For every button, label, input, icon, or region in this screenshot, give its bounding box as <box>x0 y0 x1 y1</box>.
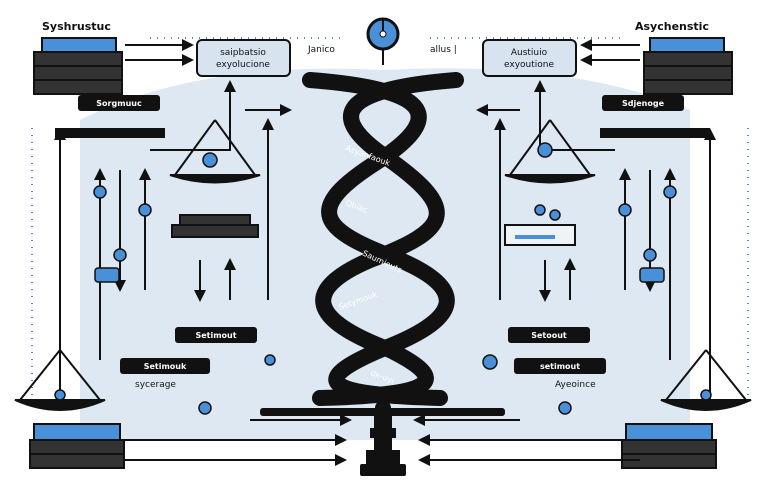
note-left: Janico <box>307 45 335 55</box>
blue-node-dots <box>54 142 712 415</box>
caption-right: Ayeoince <box>555 380 596 390</box>
svg-text:Sorgmuuc: Sorgmuuc <box>96 99 142 108</box>
pedestal-base <box>260 400 505 476</box>
top-right-box: Austiuio exyoutione <box>482 39 577 77</box>
server-stack-icon-bottom-left <box>29 423 125 469</box>
title-asynchronous: Asychenstic <box>635 20 709 33</box>
server-stack-icon-bottom-right <box>621 423 717 469</box>
tag-left-mid: Setimout <box>175 327 257 343</box>
svg-text:exyoutione: exyoutione <box>504 60 554 70</box>
svg-text:Setimouk: Setimouk <box>144 362 187 371</box>
caption-left: sycerage <box>135 380 176 390</box>
clock-icon <box>366 17 400 65</box>
tag-left-top: Sorgmuuc <box>78 95 160 111</box>
top-left-box: saipbatsio exyolucione <box>196 39 291 77</box>
double-helix <box>302 72 464 406</box>
svg-text:Setimout: Setimout <box>195 331 236 340</box>
tag-right-mid: Setoout <box>508 327 590 343</box>
tag-right-low: setimout <box>514 358 606 374</box>
tag-left-low: Setimouk <box>120 358 210 374</box>
connector-arrows <box>54 39 716 466</box>
svg-text:exyolucione: exyolucione <box>216 60 270 70</box>
balance-scale-icon-left <box>14 119 261 411</box>
title-synchronous: Syshrustuc <box>42 20 111 33</box>
server-stack-icon-top-right <box>643 37 733 95</box>
shelf-right <box>600 128 710 138</box>
balance-scale-icon-right <box>504 119 752 411</box>
svg-text:Sdjenoge: Sdjenoge <box>622 99 665 108</box>
svg-text:saipbatsio: saipbatsio <box>220 48 266 58</box>
svg-text:Austiuio: Austiuio <box>511 48 548 58</box>
note-right: allus | <box>430 45 457 55</box>
shelf-left <box>55 128 165 138</box>
svg-text:Setoout: Setoout <box>531 331 567 340</box>
server-stack-icon-top-left <box>33 37 123 95</box>
tag-right-top: Sdjenoge <box>602 95 684 111</box>
svg-text:setimout: setimout <box>540 362 580 371</box>
